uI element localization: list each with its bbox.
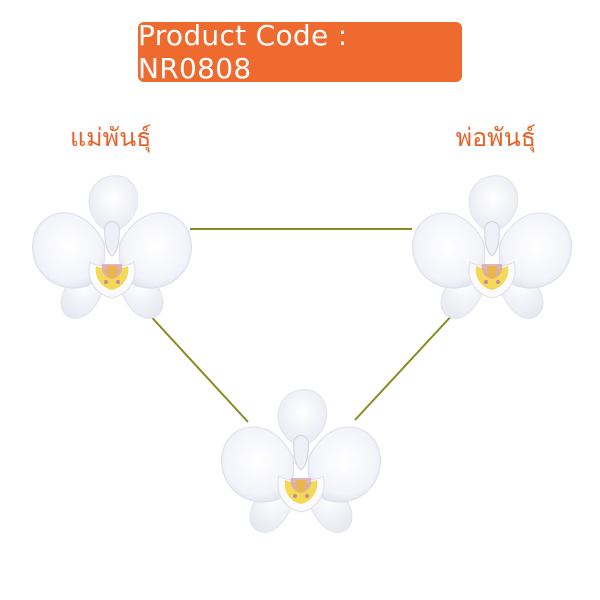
product-code-text: Product Code : NR0808 — [138, 19, 348, 85]
mother-plant-label: แม่พันธุ์ — [70, 123, 152, 152]
product-code-badge: Product Code : NR0808 — [138, 19, 462, 85]
father-offspring-connector — [354, 311, 456, 421]
offspring-orchid-image — [221, 389, 381, 533]
mother-offspring-connector — [144, 309, 249, 423]
father-orchid-image — [412, 175, 572, 319]
mother-orchid-image — [32, 175, 192, 319]
father-plant-label: พ่อพันธุ์ — [455, 123, 536, 152]
